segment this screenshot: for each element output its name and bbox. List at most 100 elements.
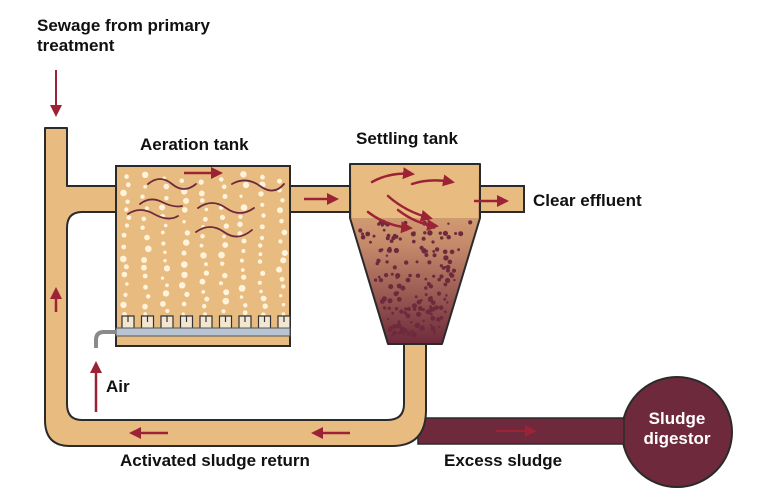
sludge-particle [380, 223, 384, 227]
air-bubble [121, 244, 127, 250]
sewage-label-line2: treatment [37, 36, 115, 55]
excess-sludge-label: Excess sludge [444, 451, 563, 470]
air-bubble [126, 215, 132, 221]
sludge-particle [358, 228, 363, 233]
air-bubble [222, 297, 230, 305]
air-bubble [198, 179, 204, 185]
sludge-particle [378, 248, 383, 253]
air-bubble [202, 304, 207, 309]
air-bubble [242, 310, 248, 316]
air-bubble [219, 177, 224, 182]
sludge-particle [439, 274, 444, 279]
air-bubble [141, 257, 148, 263]
air-bubble [181, 250, 187, 256]
sludge-particle [390, 272, 394, 276]
sludge-particle [412, 239, 416, 244]
air-bubble [239, 295, 244, 299]
air-bubble [222, 194, 228, 199]
sludge-particle [406, 307, 411, 311]
sludge-particle [421, 236, 426, 241]
air-bubble [240, 171, 247, 178]
air-bubble [123, 292, 128, 297]
sludge-particle [399, 326, 405, 332]
settling-tank-label: Settling tank [356, 129, 459, 148]
air-bubble [200, 252, 207, 259]
air-bubble [281, 229, 288, 236]
sludge-particle [405, 277, 411, 283]
sludge-particle [392, 330, 397, 336]
sludge-particle [436, 317, 441, 322]
sludge-particle [387, 306, 391, 310]
sludge-particle [443, 255, 449, 261]
sewage-label-line1: Sewage from primary [37, 16, 210, 35]
sludge-particle [429, 305, 433, 309]
clear-effluent-label: Clear effluent [533, 191, 642, 210]
air-bubble [165, 283, 169, 288]
air-bubble [125, 282, 129, 286]
sludge-particle [454, 232, 458, 235]
sludge-digestor-label-line1: Sludge [648, 409, 706, 428]
sludge-particle [429, 295, 433, 299]
sludge-particle [411, 303, 418, 309]
air-bubble [123, 264, 129, 270]
air-bubble [279, 218, 284, 224]
sludge-particle [421, 248, 427, 254]
air-bubble [146, 294, 151, 299]
air-bubble [218, 251, 225, 259]
air-diffusers [121, 315, 291, 328]
air-bubble [219, 214, 226, 220]
air-bubble [221, 184, 227, 190]
sludge-particle [448, 272, 454, 277]
air-bubble [143, 312, 147, 316]
air-bubble [221, 309, 226, 314]
air-bubble [276, 266, 283, 273]
sludge-particle [427, 260, 432, 265]
air-bubble [222, 234, 226, 239]
air-bubble [280, 198, 285, 203]
air-bubble [199, 243, 204, 248]
diffuser-nozzle [179, 315, 194, 328]
sludge-particle [453, 278, 456, 282]
air-bubble [199, 278, 206, 285]
sludge-particle [416, 299, 422, 305]
sludge-particle [392, 324, 398, 329]
air-bubble [238, 284, 246, 292]
sludge-particle [404, 307, 408, 311]
air-bubble [243, 303, 248, 308]
sludge-particle [398, 237, 402, 241]
air-bubble [279, 276, 285, 282]
air-bubble [281, 312, 286, 316]
sludge-particle [393, 291, 399, 297]
aeration-tank-label: Aeration tank [140, 135, 249, 154]
sludge-particle [432, 250, 436, 253]
air-bubble [162, 290, 170, 297]
air-bubble [160, 276, 165, 280]
air-bubble [145, 245, 152, 253]
sludge-particle [399, 309, 404, 314]
diffuser-nozzle [218, 315, 233, 328]
sludge-particle [414, 323, 420, 329]
sludge-particle [430, 326, 436, 332]
diffuser-nozzle [277, 315, 291, 328]
sludge-particle [439, 264, 443, 268]
air-bubble [260, 202, 265, 207]
diffuser-bar [115, 327, 291, 337]
air-bubble [259, 289, 263, 294]
air-bubble [204, 262, 208, 267]
sludge-particle [386, 317, 390, 321]
air-bubble [184, 230, 191, 236]
air-bubble [258, 243, 263, 248]
sludge-particle [378, 278, 384, 283]
sludge-particle [410, 231, 416, 237]
air-bubble [260, 295, 267, 302]
sludge-particle [360, 234, 366, 240]
sludge-particle [447, 259, 453, 265]
sludge-particle [369, 240, 372, 244]
sludge-particle [427, 230, 433, 236]
air-bubble [261, 213, 266, 218]
sludge-particle [445, 277, 451, 284]
air-bubble [124, 174, 129, 179]
sludge-particle [413, 307, 417, 311]
sludge-particle [423, 231, 427, 235]
